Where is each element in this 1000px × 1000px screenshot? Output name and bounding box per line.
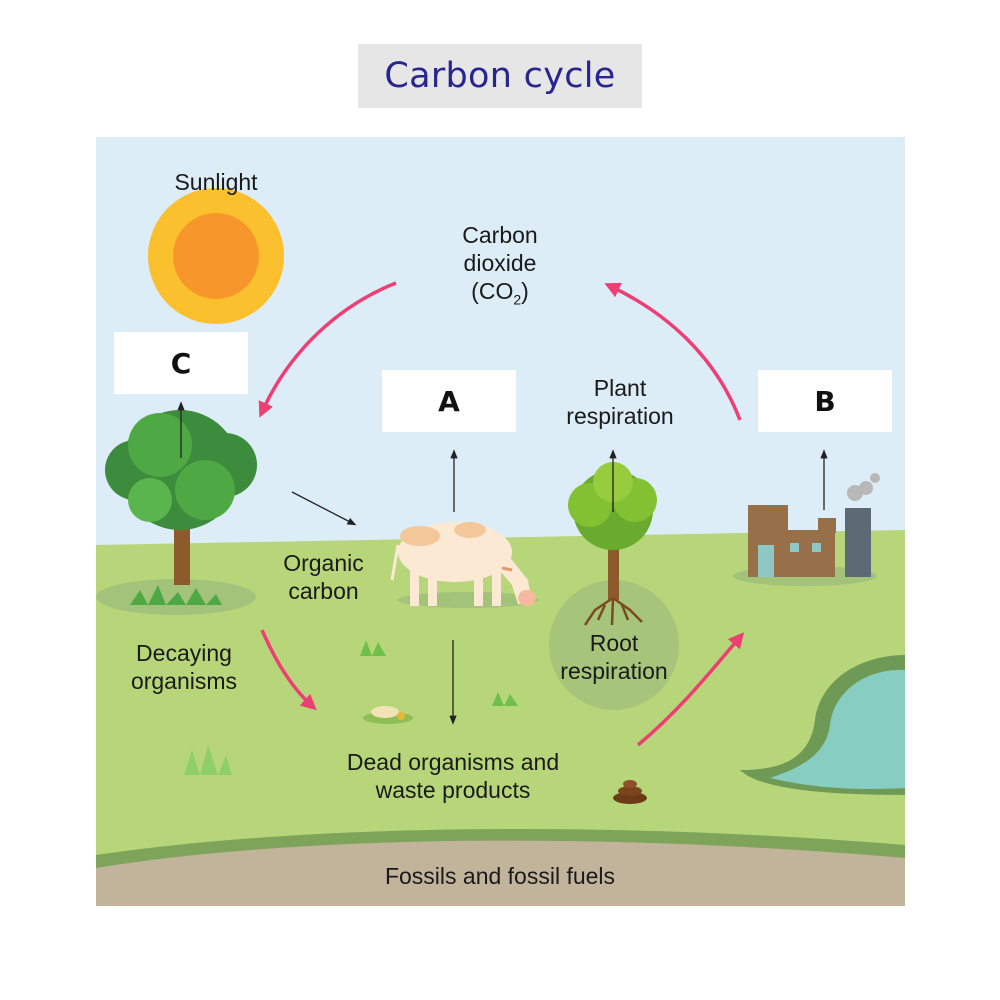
title-box: Carbon cycle	[358, 44, 642, 108]
small-tree-roots	[583, 596, 643, 626]
arrow-tree-to-decay	[260, 629, 317, 711]
grass-bit	[492, 692, 518, 706]
dead-organisms-line2: waste products	[375, 777, 531, 803]
dead-organisms-icon	[363, 706, 413, 724]
plant-respiration-line1: Plant	[593, 375, 647, 401]
co2-label-line2: dioxide	[463, 250, 537, 276]
co2-formula-open: (CO	[471, 278, 514, 304]
organic-carbon-label: Organic carbon	[256, 549, 391, 605]
pond-water	[770, 669, 905, 789]
ground	[96, 530, 905, 906]
dead-organisms-label: Dead organisms and waste products	[300, 748, 606, 804]
waste-icon	[613, 780, 647, 804]
plant-respiration-label: Plant respiration	[540, 374, 700, 430]
co2-label-line3: (CO2)	[420, 277, 580, 314]
co2-formula-subscript: 2	[513, 291, 522, 308]
co2-label: Carbon dioxide (CO2)	[420, 221, 580, 314]
sun-inner	[173, 213, 259, 299]
co2-formula-close: )	[521, 278, 529, 304]
box-b: B	[758, 370, 892, 432]
small-tree-trunk	[608, 520, 619, 600]
cow	[390, 522, 538, 608]
factory	[733, 473, 880, 586]
arrow-tree-to-cow	[291, 491, 357, 526]
grass-tuft	[130, 585, 222, 605]
tree-trunk	[174, 520, 190, 585]
soil-layer	[96, 840, 905, 906]
organic-carbon-line2: carbon	[288, 578, 359, 604]
page-title: Carbon cycle	[384, 56, 616, 96]
box-a: A	[382, 370, 516, 432]
arrow-dead-to-factory	[636, 632, 745, 747]
decaying-organisms-label: Decaying organisms	[104, 639, 264, 695]
root-respiration-label: Root respiration	[534, 629, 694, 685]
root-respiration-line2: respiration	[560, 658, 668, 684]
root-zone-circle	[549, 580, 679, 710]
fossils-label: Fossils and fossil fuels	[384, 863, 616, 889]
sunlight-label: Sunlight	[174, 169, 258, 195]
plant-respiration-line2: respiration	[566, 403, 674, 429]
decaying-organisms-line1: Decaying	[136, 640, 232, 666]
grass-bit	[184, 745, 232, 775]
arrow-factory-to-co2	[604, 282, 742, 421]
decaying-organisms-line2: organisms	[130, 668, 238, 694]
box-c: C	[114, 332, 248, 394]
co2-label-line1: Carbon	[462, 222, 538, 248]
dead-organisms-line1: Dead organisms and	[346, 749, 560, 775]
tree-canopy	[105, 410, 257, 530]
organic-carbon-line1: Organic	[283, 550, 364, 576]
grass-bit	[360, 640, 386, 656]
arrow-co2-to-tree	[258, 281, 397, 418]
root-respiration-line1: Root	[589, 630, 639, 656]
